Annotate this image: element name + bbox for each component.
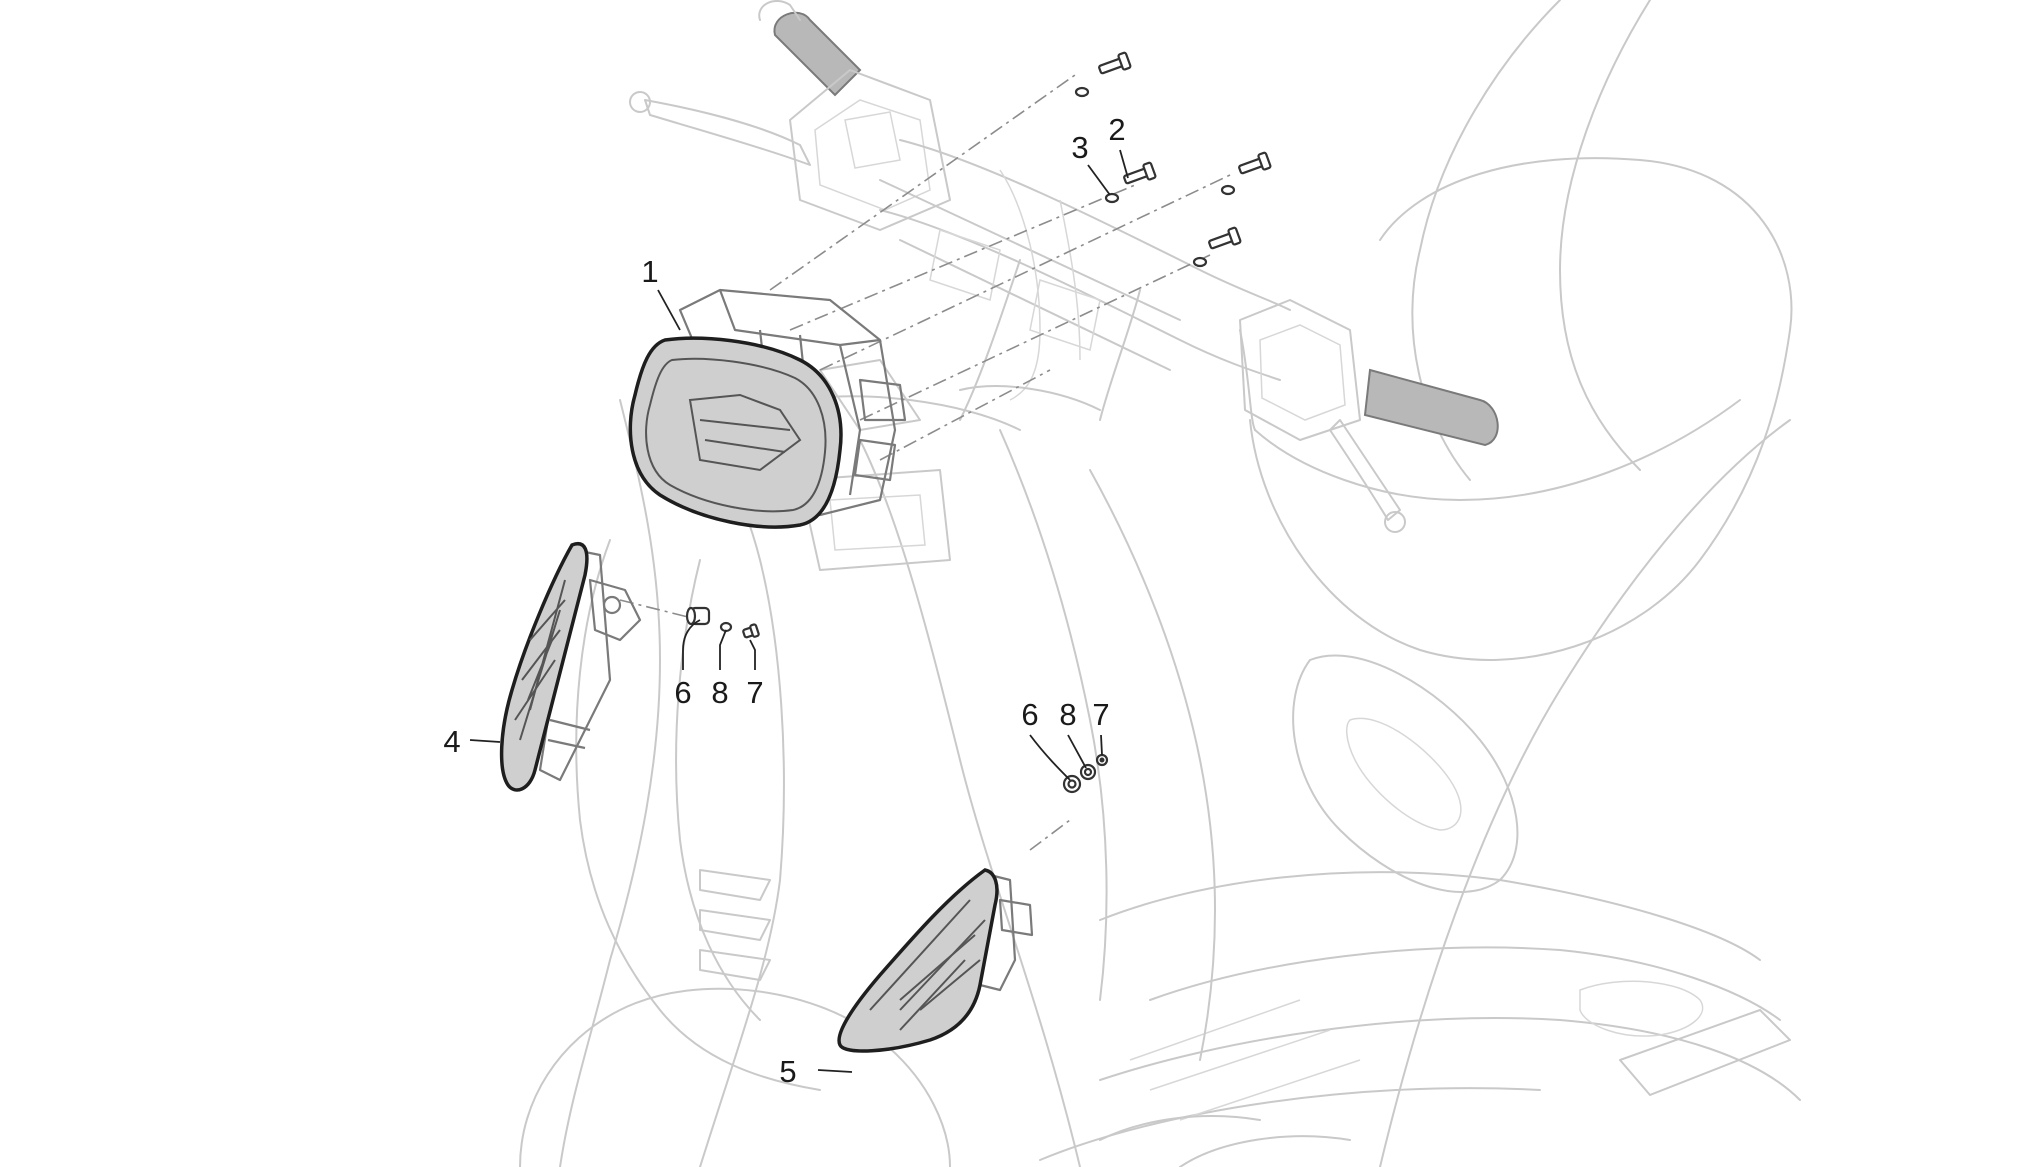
leader-lines: [469, 149, 1129, 1073]
screw-part-7-left: [742, 623, 760, 639]
callout-6-left: 6: [674, 675, 691, 710]
grommet-part-6-left: [685, 606, 711, 626]
callout-7-right: 7: [1092, 697, 1109, 732]
callout-3: 3: [1071, 130, 1088, 165]
right-grip: [1363, 368, 1499, 447]
washer-top: [1074, 86, 1090, 98]
callout-1: 1: [641, 254, 658, 289]
screw-top: [1098, 51, 1132, 75]
handlebar-fasteners: [1074, 51, 1272, 268]
washer-right-lower: [1192, 256, 1208, 268]
callout-5: 5: [779, 1054, 796, 1089]
assembly-lines: [619, 74, 1231, 851]
screw-right-upper: [1238, 151, 1272, 175]
left-turn-signal-part-4: [499, 542, 642, 792]
left-grip: [773, 11, 862, 97]
handlebar-assembly: [629, 0, 1499, 533]
washer-part-3: [1104, 192, 1120, 204]
right-turn-signal-lens: [837, 868, 999, 1053]
right-turn-signal-part-5: [837, 868, 1034, 1053]
screw-part-2: [1123, 161, 1157, 185]
scooter-body-outline: [519, 0, 1801, 1167]
right-signal-fasteners: [1062, 753, 1109, 794]
washer-part-8-left: [719, 621, 733, 633]
callout-4: 4: [443, 724, 460, 759]
callout-2: 2: [1108, 112, 1125, 147]
callout-6-right: 6: [1021, 697, 1038, 732]
callout-7-left: 7: [746, 675, 763, 710]
headlight-lens: [628, 336, 843, 529]
callout-8-left: 8: [711, 675, 728, 710]
callout-8-right: 8: [1059, 697, 1076, 732]
washer-right-upper: [1220, 184, 1236, 196]
callout-labels: 1 2 3 4 5 6 8 7 6 8 7: [443, 112, 1125, 1089]
left-signal-fasteners: [685, 606, 760, 639]
screw-right-lower: [1208, 226, 1242, 250]
headlight-part-1: [628, 288, 907, 529]
